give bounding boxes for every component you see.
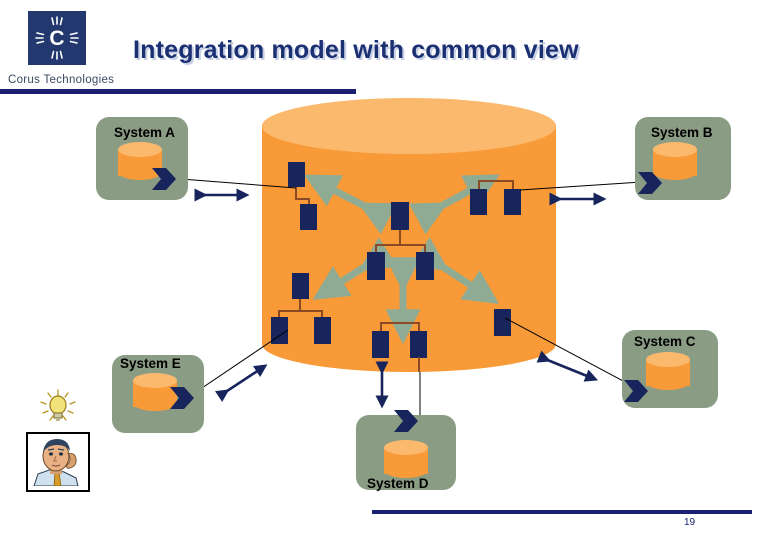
wire [399,230,401,245]
system-b-database-icon [653,142,697,180]
wire [299,299,301,311]
node [504,189,521,215]
node [416,252,434,280]
system-d-chevron-arrow-right-icon [394,410,418,432]
wire [321,310,323,319]
node [292,273,309,299]
logo-letter: C [49,26,65,50]
system-b-label: System B [651,125,713,140]
system-d-database-icon [384,440,428,478]
wire [380,322,420,324]
wire [278,310,280,319]
node [470,189,487,215]
header-divider [0,89,356,94]
corus-sun-c-logo-icon: C [28,11,86,65]
common-view-repository [262,98,556,372]
node [288,162,305,187]
wire [418,322,420,333]
wire [418,357,420,372]
node [494,309,511,336]
system-a-chevron-arrow-right-icon [152,168,176,190]
footer-divider [372,510,752,514]
wire [308,198,310,207]
page-number: 19 [684,517,696,528]
logo-rays [35,16,79,60]
node [367,252,385,280]
wire [512,180,514,191]
node [372,331,389,358]
brand-name: Corus Technologies [8,74,115,86]
node [314,317,331,344]
wire [380,322,382,333]
wire [375,244,377,254]
wire [478,180,513,182]
system-a-database-icon [118,142,162,180]
node [271,317,288,344]
system-c-chevron-arrow-right-icon [624,380,648,402]
system-a-label: System A [114,125,176,140]
system-e-database-icon [133,373,177,411]
system-d-label: System D [367,476,429,491]
system-e-label: System E [120,356,181,371]
wire [478,180,480,191]
node [300,204,317,230]
system-e-chevron-arrow-right-icon [170,387,194,409]
page-title: Integration model with common view [133,36,579,64]
cylinder-top [262,98,556,154]
lightbulb-icon [40,389,76,421]
wire [278,310,322,312]
hub-arrows [303,174,501,345]
system-c-database-icon [646,352,690,390]
wire [295,198,309,200]
system-c-label: System C [634,334,696,349]
wire [424,244,426,254]
system-b-chevron-arrow-right-icon [638,172,662,194]
wire [295,187,297,199]
node [391,202,409,230]
person-listening-portrait-icon [26,432,90,492]
node [410,331,427,358]
wire [375,244,425,246]
